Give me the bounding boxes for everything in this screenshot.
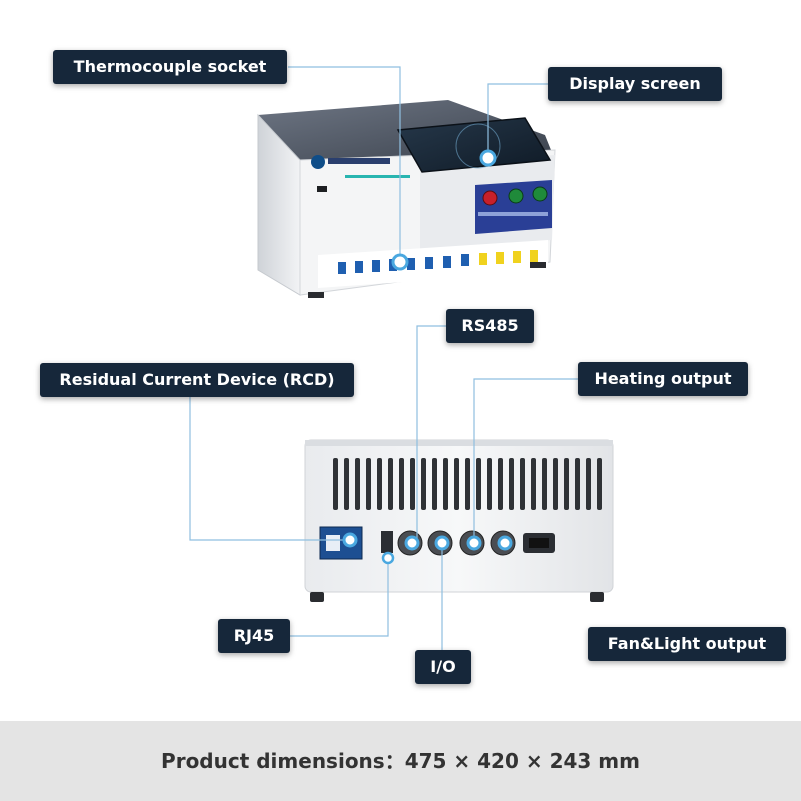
usb-port (317, 186, 327, 192)
markers (342, 149, 513, 565)
panel-text-strip (478, 212, 548, 216)
rear-foot-right (590, 592, 604, 602)
socket-12 (530, 250, 538, 262)
label-rj45: RJ45 (218, 619, 290, 653)
label-thermocouple-socket: Thermocouple socket (53, 50, 287, 84)
marker-rj45 (381, 551, 395, 565)
vent-slot (443, 458, 448, 510)
green-button-2 (532, 186, 548, 202)
label-rs485: RS485 (446, 309, 534, 343)
brand-text (328, 158, 390, 164)
vent-slot (410, 458, 415, 510)
vent-slot (520, 458, 525, 510)
vent-slot (454, 458, 459, 510)
label-heating-output: Heating output (578, 362, 748, 396)
socket-7 (443, 256, 451, 268)
leader-rs485 (416, 325, 446, 543)
teal-stripe (345, 175, 410, 178)
socket-1 (338, 262, 346, 274)
marker-display (479, 149, 497, 167)
marker-thermocouple (391, 253, 409, 271)
vent-slot (421, 458, 426, 510)
vent-slot (355, 458, 360, 510)
vent-slot (388, 458, 393, 510)
front-device (257, 100, 556, 298)
display-logo-circle (455, 123, 501, 169)
socket-5 (407, 258, 415, 270)
socket-10 (496, 252, 504, 264)
socket-11 (513, 251, 521, 263)
vent-slot (465, 458, 470, 510)
socket-2 (355, 261, 363, 273)
front-foot-right (530, 262, 546, 268)
vent-slot (564, 458, 569, 510)
rcd-switch (326, 535, 340, 551)
vent-slot (377, 458, 382, 510)
vent-slot (487, 458, 492, 510)
leader-lines (189, 66, 578, 650)
product-dimensions-footer: Product dimensions：475 × 420 × 243 mm (0, 721, 801, 801)
power-inlet-inner (529, 538, 549, 548)
socket-9 (479, 253, 487, 265)
vent-slot (553, 458, 558, 510)
label-rcd: Residual Current Device (RCD) (40, 363, 354, 397)
socket-3 (372, 260, 380, 272)
leader-rj45 (290, 558, 389, 637)
leader-thermocouple (288, 66, 401, 262)
socket-6 (425, 257, 433, 269)
leader-rcd (189, 397, 350, 541)
vent-slot (399, 458, 404, 510)
vent-slot (531, 458, 536, 510)
vent-slot (575, 458, 580, 510)
vent-slot (586, 458, 591, 510)
label-fanlight-output: Fan&Light output (588, 627, 786, 661)
front-foot-left (308, 292, 324, 298)
vent-slot (509, 458, 514, 510)
vent-slot (366, 458, 371, 510)
display-screen (396, 117, 552, 173)
label-display-screen: Display screen (548, 67, 722, 101)
label-io: I/O (415, 650, 471, 684)
vent-slots (333, 458, 602, 510)
rear-device (304, 439, 614, 602)
vent-slot (498, 458, 503, 510)
marker-fanlight (497, 535, 513, 551)
rear-top-edge (305, 440, 613, 446)
brand-logo (311, 155, 325, 169)
red-button (482, 190, 498, 206)
leader-display (487, 83, 548, 158)
marker-rs485 (434, 535, 450, 551)
green-button-1 (508, 188, 524, 204)
socket-8 (461, 254, 469, 266)
rj45-port (381, 531, 393, 553)
vent-slot (344, 458, 349, 510)
marker-rcd (342, 532, 358, 548)
rear-foot-left (310, 592, 324, 602)
leader-heating (473, 378, 578, 543)
vent-slot (432, 458, 437, 510)
vent-slot (333, 458, 338, 510)
marker-io (404, 535, 420, 551)
vent-slot (597, 458, 602, 510)
vent-slot (476, 458, 481, 510)
marker-heating (466, 535, 482, 551)
vent-slot (542, 458, 547, 510)
